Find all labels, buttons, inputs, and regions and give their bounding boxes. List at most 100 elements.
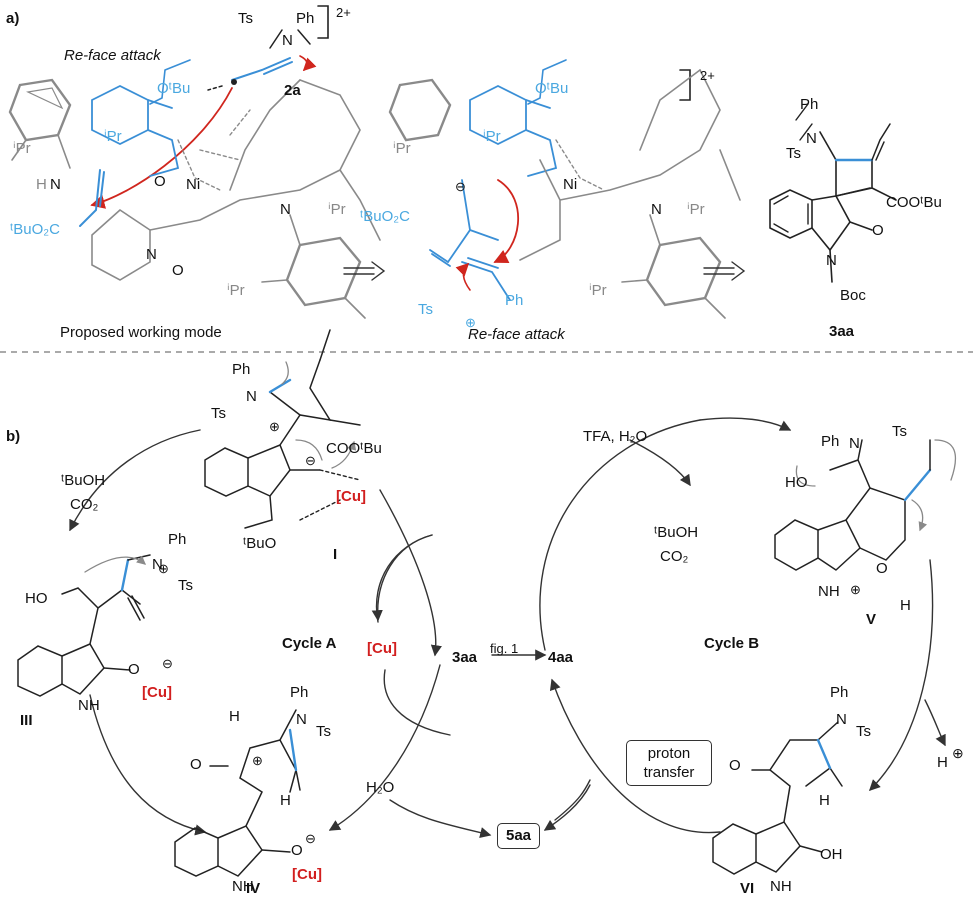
product-cootbu: COOᵗBu bbox=[886, 194, 942, 211]
int-VI-o: O bbox=[729, 757, 741, 774]
int-VI-h: H bbox=[819, 792, 830, 809]
charge-2plus-mid: 2+ bbox=[700, 68, 715, 83]
left-tbuo2c: ᵗBuO₂C bbox=[10, 221, 60, 238]
int-V-ph: Ph bbox=[821, 433, 840, 450]
center-3aa: 3aa bbox=[452, 649, 478, 666]
left-h: H bbox=[36, 176, 47, 193]
product-ts: Ts bbox=[786, 145, 801, 162]
int-IV-h: H bbox=[229, 708, 240, 725]
h-plus-charge: ⊕ bbox=[952, 745, 964, 761]
int-IV-nh: NH bbox=[232, 878, 254, 895]
int-IV-ts: Ts bbox=[316, 723, 331, 740]
int-III-ts: Ts bbox=[178, 577, 193, 594]
left-nh: N bbox=[50, 176, 61, 193]
int-IV-o2: O bbox=[291, 842, 303, 859]
int-V-ts: Ts bbox=[892, 423, 907, 440]
int-V-h: H bbox=[900, 597, 911, 614]
charge-minus-III: ⊖ bbox=[162, 656, 173, 671]
caption-re-face-attack: Re-face attack bbox=[468, 326, 565, 343]
int-III-n: N bbox=[152, 556, 163, 573]
int-IV-cu: [Cu] bbox=[292, 866, 322, 883]
fig-ref: fig. 1 bbox=[490, 641, 519, 656]
mid-otbu: OᵗBu bbox=[535, 80, 569, 97]
int-IV-h2: H bbox=[280, 792, 291, 809]
product-label-3aa: 3aa bbox=[829, 323, 855, 340]
right-byproduct-co2: CO₂ bbox=[660, 548, 689, 565]
mid-ipr-top: ⁱPr bbox=[393, 140, 411, 157]
int-III-ho: HO bbox=[25, 590, 48, 607]
charge-2plus-left: 2+ bbox=[336, 5, 351, 20]
panel-b-label: b) bbox=[6, 428, 21, 445]
left-ipr-top: ⁱPr bbox=[13, 140, 31, 157]
charge-minus-I: ⊖ bbox=[305, 453, 316, 468]
int-I-label: I bbox=[333, 546, 338, 563]
reagent-label-2a: 2a bbox=[284, 82, 301, 99]
cycle-a-label: Cycle A bbox=[282, 635, 337, 652]
reagent-ph: Ph bbox=[296, 10, 315, 27]
int-III-cu: [Cu] bbox=[142, 684, 172, 701]
int-VI-label: VI bbox=[740, 880, 755, 897]
panel-a-top-title: Re-face attack bbox=[64, 47, 161, 64]
left-byproduct-tbuoh: ᵗBuOH bbox=[61, 472, 106, 489]
mid-ph: Ph bbox=[505, 292, 524, 309]
mid-ni: Ni bbox=[563, 176, 578, 193]
int-III-ph: Ph bbox=[168, 531, 187, 548]
int-IV-ph: Ph bbox=[290, 684, 309, 701]
left-ipr-bottom1: ⁱPr bbox=[227, 282, 245, 299]
panel-a bbox=[8, 5, 897, 319]
product-n2: N bbox=[826, 252, 837, 269]
left-ipr-bottom2: ⁱPr bbox=[328, 201, 346, 218]
product-5aa-box: 5aa bbox=[497, 823, 541, 849]
charge-plus-III: ⊕ bbox=[158, 561, 169, 576]
int-V-ho: HO bbox=[785, 474, 808, 491]
charge-minus-IV: ⊖ bbox=[305, 831, 316, 846]
charge-plus-V: ⊕ bbox=[850, 582, 861, 597]
int-VI-ts: Ts bbox=[856, 723, 871, 740]
int-VI-oh: OH bbox=[820, 846, 843, 863]
tfa-label: TFA, H₂O bbox=[583, 428, 648, 445]
int-V-o: O bbox=[876, 560, 888, 577]
charge-minus-mid: ⊖ bbox=[455, 179, 466, 194]
left-o2: O bbox=[172, 262, 184, 279]
product-ph: Ph bbox=[800, 96, 819, 113]
int-V-nh: NH bbox=[818, 583, 840, 600]
panel-b bbox=[17, 329, 956, 877]
caption-proposed-working-mode: Proposed working mode bbox=[60, 324, 222, 341]
mid-tbuo2c: ᵗBuO₂C bbox=[360, 208, 410, 225]
panel-a-label: a) bbox=[6, 10, 20, 27]
charge-plus-I: ⊕ bbox=[269, 419, 280, 434]
product-n: N bbox=[806, 130, 817, 147]
int-I-tbuo: ᵗBuO bbox=[243, 535, 277, 552]
int-I-cu: [Cu] bbox=[336, 488, 366, 505]
int-III-label: III bbox=[20, 712, 33, 729]
mid-ipr-inner: ⁱPr bbox=[483, 128, 501, 145]
int-I-cootbu: COOᵗBu bbox=[326, 440, 382, 457]
proton-transfer-line1: proton bbox=[647, 745, 691, 762]
mid-ts: Ts bbox=[418, 301, 433, 318]
h-plus: H bbox=[937, 754, 948, 771]
int-I-n: N bbox=[246, 388, 257, 405]
mid-ipr-bottom2: ⁱPr bbox=[687, 201, 705, 218]
left-ni: Ni bbox=[186, 176, 201, 193]
reagent-n: N bbox=[282, 32, 293, 49]
int-III-nh: NH bbox=[78, 697, 100, 714]
int-I-ph: Ph bbox=[232, 361, 251, 378]
mid-ipr-bottom1: ⁱPr bbox=[589, 282, 607, 299]
reagent-ts: Ts bbox=[238, 10, 253, 27]
left-o1: O bbox=[154, 173, 166, 190]
cycle-a-cu: [Cu] bbox=[367, 640, 397, 657]
mid-nh-right: N bbox=[651, 201, 662, 218]
int-I-ts: Ts bbox=[211, 405, 226, 422]
left-n2: N bbox=[146, 246, 157, 263]
left-nh-right: N bbox=[280, 201, 291, 218]
int-IV-o: O bbox=[190, 756, 202, 773]
left-ipr-inner: ⁱPr bbox=[104, 128, 122, 145]
int-IV-label: IV bbox=[246, 880, 261, 897]
charge-plus-IV: ⊕ bbox=[252, 753, 263, 768]
charge-plus-mid: ⊕ bbox=[465, 315, 476, 330]
product-o: O bbox=[872, 222, 884, 239]
proton-transfer-line2: transfer bbox=[643, 764, 695, 781]
int-V-n: N bbox=[849, 435, 860, 452]
center-4aa: 4aa bbox=[548, 649, 574, 666]
int-VI-ph: Ph bbox=[830, 684, 849, 701]
